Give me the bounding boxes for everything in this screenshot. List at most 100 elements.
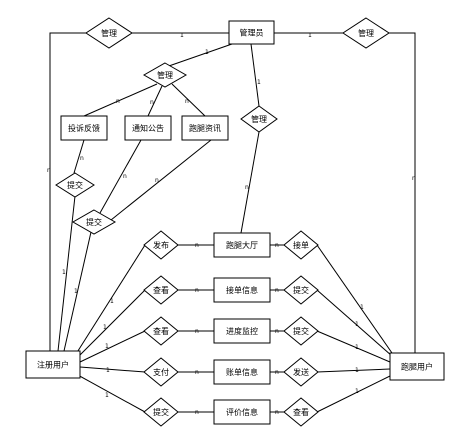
- entity-runner: 跑腿用户: [389, 352, 445, 381]
- entity-user: 注册用户: [25, 350, 81, 379]
- rel-manage-info: 管理: [142, 62, 188, 88]
- rel-send: 发送: [283, 357, 319, 387]
- card-info-complaint: n: [116, 98, 120, 105]
- edges: [49, 32, 416, 413]
- card-submit-review: n: [195, 409, 199, 416]
- edge-manage-hall: [240, 131, 260, 234]
- edge-user-pay: [79, 366, 146, 373]
- edge-submit-user-b: [63, 231, 92, 352]
- rel-submit-order: 提交: [283, 275, 319, 305]
- rel-view-progress: 查看: [143, 316, 179, 346]
- card-hall-accept: n: [275, 242, 279, 249]
- entity-complaint-label: 投诉反馈: [68, 123, 100, 133]
- rel-manage-user: 管理: [85, 17, 133, 49]
- rel-pay-label: 支付: [153, 367, 169, 377]
- card-submit-order-runner: 1: [355, 321, 359, 328]
- card-user-publish: 1: [110, 298, 114, 305]
- edge-user-submit-review: [75, 373, 146, 413]
- entity-progress: 进度监控: [213, 318, 271, 344]
- rel-publish-label: 发布: [153, 240, 169, 250]
- rel-view-review-label: 查看: [293, 407, 309, 417]
- card-user-submit-review: 1: [105, 392, 109, 399]
- entity-hall-label: 跑腿大厅: [226, 240, 258, 250]
- rel-submit-review: 提交: [143, 397, 179, 427]
- edge-view-review-runner: [316, 374, 393, 413]
- edge-news-submit: [110, 139, 212, 221]
- card-view-order-info: n: [195, 287, 199, 294]
- card-view-review-runner: 1: [355, 388, 359, 395]
- card-user-view-progress: 1: [105, 343, 109, 350]
- card-user-top: n: [47, 167, 51, 174]
- rel-view-order-label: 查看: [153, 285, 169, 295]
- edge-user-publish: [75, 244, 146, 355]
- edge-admin-manage-info: [165, 43, 233, 68]
- card-bill-send: n: [275, 369, 279, 376]
- rel-manage-runner: 管理: [342, 17, 390, 49]
- edge-submit-user-a: [57, 195, 76, 352]
- entity-order-info: 接单信息: [213, 277, 271, 303]
- entity-progress-label: 进度监控: [226, 326, 258, 336]
- card-info-news: n: [185, 98, 189, 105]
- edge-notice-submit: [99, 139, 142, 214]
- card-runner-top: n: [412, 175, 416, 182]
- edge-manage-runner: [389, 32, 416, 353]
- entity-order-info-label: 接单信息: [226, 285, 258, 295]
- rel-publish: 发布: [143, 230, 179, 260]
- card-send-runner: 1: [355, 367, 359, 374]
- card-review-view: n: [275, 409, 279, 416]
- rel-manage-hall-label: 管理: [251, 114, 267, 124]
- edge-submit-order-runner: [316, 289, 393, 357]
- rel-submit-order-label: 提交: [293, 285, 309, 295]
- card-submit-progress-runner: 1: [355, 344, 359, 351]
- entity-review: 评价信息: [213, 399, 271, 425]
- entity-news-label: 跑腿资讯: [189, 123, 221, 133]
- card-hall-manage: n: [245, 184, 249, 191]
- entity-admin: 管理员: [228, 20, 275, 45]
- rel-submit-left: 提交: [55, 172, 95, 198]
- entity-hall: 跑腿大厅: [213, 232, 271, 258]
- edge-manage-notice: [147, 85, 163, 117]
- entity-runner-label: 跑腿用户: [401, 362, 433, 372]
- rel-accept: 接单: [283, 230, 319, 260]
- card-accept-runner: 1: [360, 304, 364, 311]
- rel-submit-center: 提交: [71, 209, 117, 235]
- rel-manage-user-label: 管理: [101, 28, 117, 38]
- cardinality-labels: 1 1 n n 1 n n n 1 n n n n 1 1 1 1 1 1 1 …: [47, 32, 416, 416]
- entity-notice-label: 通知公告: [132, 123, 164, 133]
- card-news-submit: n: [155, 177, 159, 184]
- card-publish-hall: n: [195, 242, 199, 249]
- card-info-notice: n: [150, 99, 154, 106]
- edge-user-view-order: [77, 289, 146, 358]
- rel-manage-hall: 管理: [240, 105, 278, 133]
- card-progress-submit: n: [275, 328, 279, 335]
- edge-submit-progress-runner: [316, 330, 391, 363]
- rel-manage-runner-label: 管理: [358, 28, 374, 38]
- rel-accept-label: 接单: [293, 240, 309, 250]
- card-admin-hall: 1: [257, 79, 261, 86]
- card-submit-user-a: 1: [62, 269, 66, 276]
- card-user-pay: 1: [106, 367, 110, 374]
- entity-bill-label: 账单信息: [226, 367, 258, 377]
- card-pay-bill: n: [195, 369, 199, 376]
- rel-view-order: 查看: [143, 275, 179, 305]
- rel-submit-review-label: 提交: [153, 407, 169, 417]
- card-user-view-order: 1: [103, 324, 107, 331]
- entity-admin-label: 管理员: [240, 28, 264, 38]
- entity-news: 跑腿资讯: [181, 115, 229, 141]
- edge-user-view-progress: [79, 330, 146, 363]
- rel-submit-left-label: 提交: [67, 180, 83, 190]
- entity-user-label: 注册用户: [37, 360, 69, 370]
- card-admin-right: 1: [308, 32, 312, 39]
- edge-send-runner: [316, 368, 391, 373]
- card-complaint-submit: n: [80, 155, 84, 162]
- rel-manage-info-label: 管理: [157, 70, 173, 80]
- card-order-info-submit: n: [275, 287, 279, 294]
- edge-admin-manage-hall: [250, 43, 260, 107]
- entity-review-label: 评价信息: [226, 407, 258, 417]
- edge-user-manage: [49, 32, 86, 352]
- card-notice-submit: n: [123, 173, 127, 180]
- card-submit-user-b: 1: [74, 288, 78, 295]
- entity-notice: 通知公告: [124, 115, 172, 141]
- rel-submit-progress: 提交: [283, 316, 319, 346]
